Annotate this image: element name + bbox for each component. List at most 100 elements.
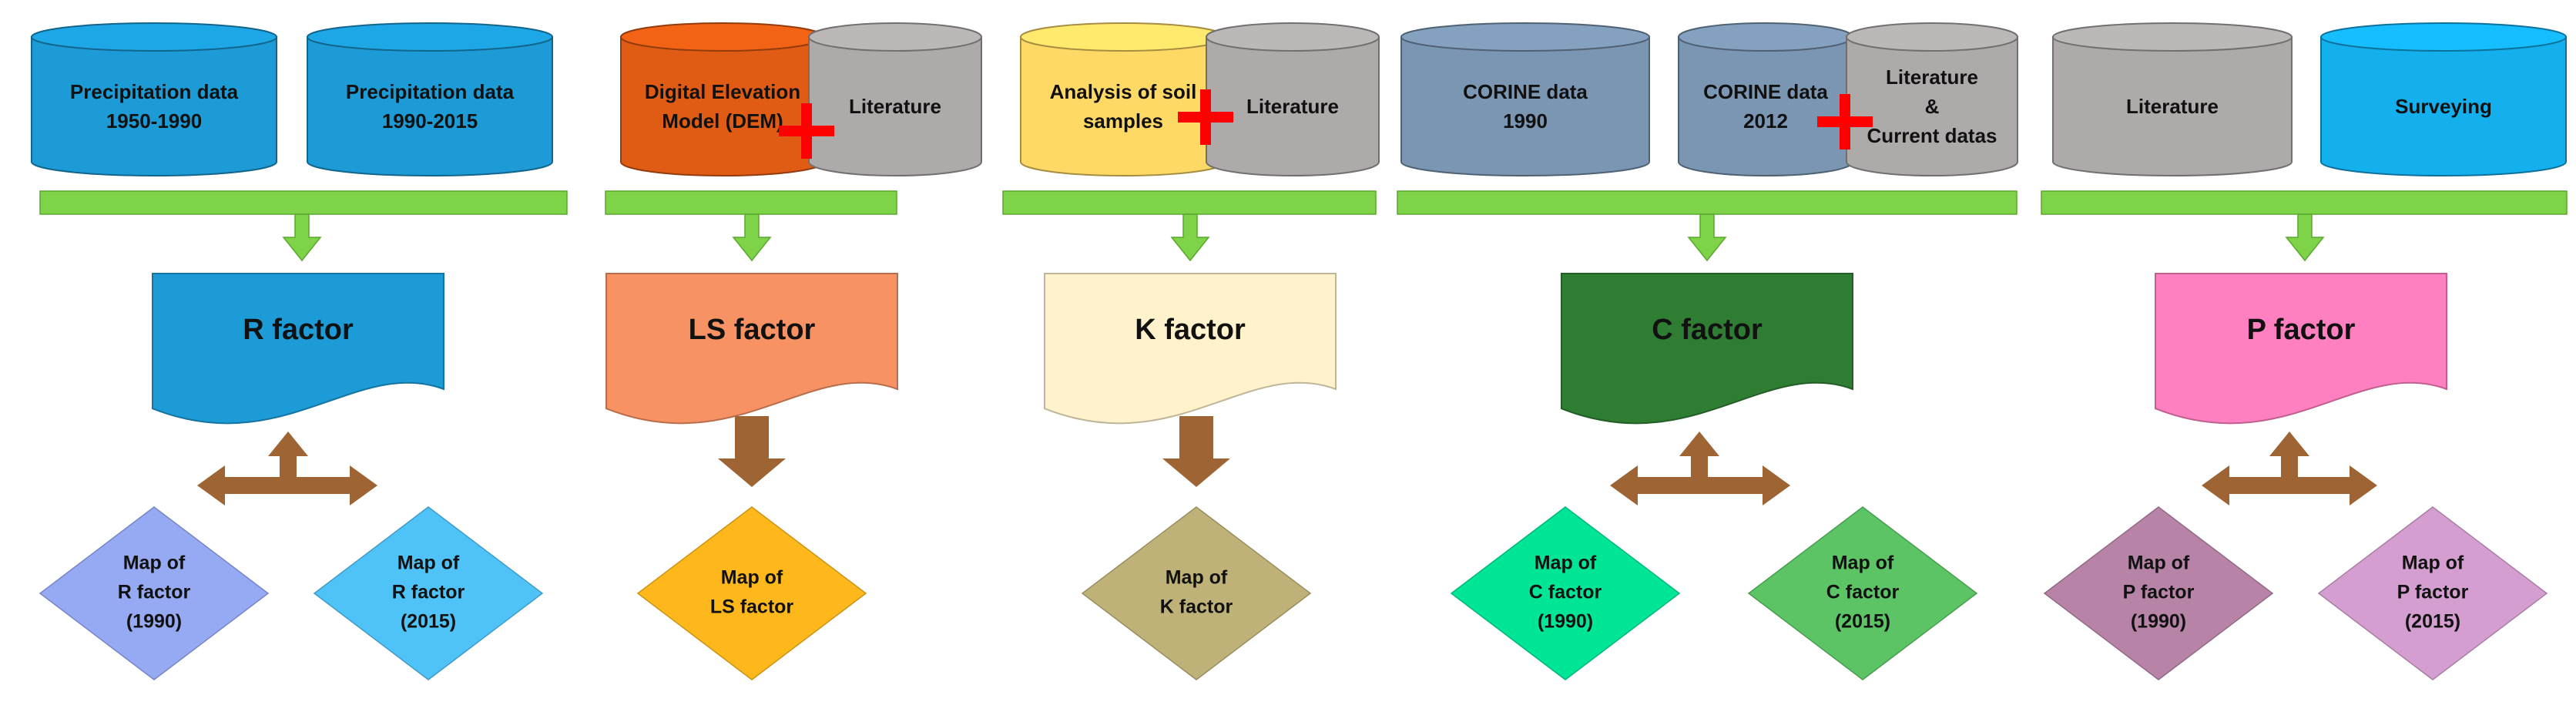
source-lit-p: Literature [2052, 22, 2293, 176]
map-label: (2015) [1835, 611, 1890, 633]
down-arrow-icon [282, 213, 322, 262]
cylinder-body [2320, 36, 2567, 176]
cylinder-body [808, 36, 982, 176]
source-label: Precipitation data [346, 80, 515, 103]
factor-label: LS factor [689, 314, 816, 346]
map-label: Map of [1166, 567, 1228, 589]
map-label: Map of [1832, 553, 1894, 574]
merge-bar [1397, 190, 2018, 215]
source-corine-1990: CORINE data 1990 [1400, 22, 1650, 176]
cylinder-top [808, 22, 982, 52]
down-arrow-icon [1162, 416, 1230, 487]
diamond-shape [313, 506, 544, 680]
diamond-shape [1081, 506, 1312, 680]
map-label: P factor [2397, 582, 2469, 603]
cylinder-body [1020, 36, 1226, 176]
factor-k: K factor [1044, 273, 1337, 425]
source-label: Digital Elevation [645, 80, 800, 103]
map-label: (1990) [1538, 611, 1593, 633]
map-label: Map of [397, 553, 460, 574]
plus-icon [1817, 94, 1873, 149]
cylinder-body [620, 36, 825, 176]
split-arrow-icon [197, 432, 377, 506]
merge-bar [605, 190, 897, 215]
down-arrow-icon [1170, 213, 1210, 262]
cylinder-top [1678, 22, 1853, 52]
source-lit-ls: Literature [808, 22, 982, 176]
map-label: (1990) [126, 611, 182, 633]
factor-ls: LS factor [605, 273, 898, 425]
source-precip-1990: Precipitation data 1990-2015 [307, 22, 553, 176]
factor-label: C factor [1652, 314, 1763, 346]
map-label: LS factor [710, 596, 794, 618]
map-label: R factor [118, 582, 191, 603]
diamond-shape [2043, 506, 2274, 680]
cylinder-top [2320, 22, 2567, 52]
cylinder-body [2052, 36, 2293, 176]
plus-icon [779, 103, 834, 159]
diamond-shape [1450, 506, 1681, 680]
source-label: 1990-2015 [382, 109, 478, 133]
document-shape [605, 273, 898, 425]
source-label: Literature [849, 95, 941, 118]
cylinder-top [31, 22, 277, 52]
map-label: (1990) [2131, 611, 2186, 633]
source-label: CORINE data [1463, 80, 1588, 103]
map-r-2015: Map of R factor (2015) [313, 506, 544, 680]
merge-bar [1002, 190, 1377, 215]
factor-label: P factor [2247, 314, 2356, 346]
map-label: Map of [123, 553, 186, 574]
map-label: R factor [392, 582, 465, 603]
factor-r: R factor [152, 273, 444, 425]
map-label: Map of [1535, 553, 1597, 574]
cylinder-top [307, 22, 553, 52]
document-shape [1044, 273, 1337, 425]
cylinder-body [1846, 36, 2018, 176]
down-arrow-icon [2285, 213, 2325, 262]
source-label: samples [1083, 109, 1163, 133]
source-label: 1990 [1503, 109, 1548, 133]
merge-bar [39, 190, 568, 215]
map-ls: Map of LS factor [636, 506, 867, 680]
plus-icon [1178, 89, 1233, 145]
factor-label: R factor [243, 314, 354, 346]
down-arrow-icon [732, 213, 772, 262]
down-arrow-icon [718, 416, 786, 487]
map-label: (2015) [401, 611, 456, 633]
document-shape [2155, 273, 2447, 425]
map-c-2015: Map ofC factor(2015) [1747, 506, 1978, 680]
source-label: Literature [1246, 95, 1339, 118]
cylinder-body [31, 36, 277, 176]
cylinder-top [620, 22, 825, 52]
split-arrow-icon [1610, 432, 1790, 506]
down-arrow-icon [1687, 213, 1727, 262]
factor-label: K factor [1135, 314, 1246, 346]
diamond-shape [1747, 506, 1978, 680]
source-lit-k: Literature [1206, 22, 1380, 176]
cylinder-top [1206, 22, 1380, 52]
cylinder-body [1206, 36, 1380, 176]
source-label: Literature [2126, 95, 2219, 118]
document-shape [1561, 273, 1853, 425]
diamond-shape [636, 506, 867, 680]
source-label: Precipitation data [70, 80, 239, 103]
map-c-1990: Map of C factor (1990) [1450, 506, 1681, 680]
map-k: Map ofK factor [1081, 506, 1312, 680]
map-label: C factor [1529, 582, 1602, 603]
cylinder-top [1400, 22, 1650, 52]
source-label: Model (DEM) [662, 109, 783, 133]
map-label: Map of [2128, 553, 2190, 574]
map-label: Map of [2402, 553, 2464, 574]
diamond-shape [39, 506, 270, 680]
map-p-1990: Map of P factor (1990) [2043, 506, 2274, 680]
map-label: Map of [721, 567, 783, 589]
split-arrow-icon [2202, 432, 2377, 506]
cylinder-top [1846, 22, 2018, 52]
map-p-2015: Map ofP factor(2015) [2317, 506, 2548, 680]
map-label: P factor [2123, 582, 2195, 603]
merge-bar [2041, 190, 2568, 215]
